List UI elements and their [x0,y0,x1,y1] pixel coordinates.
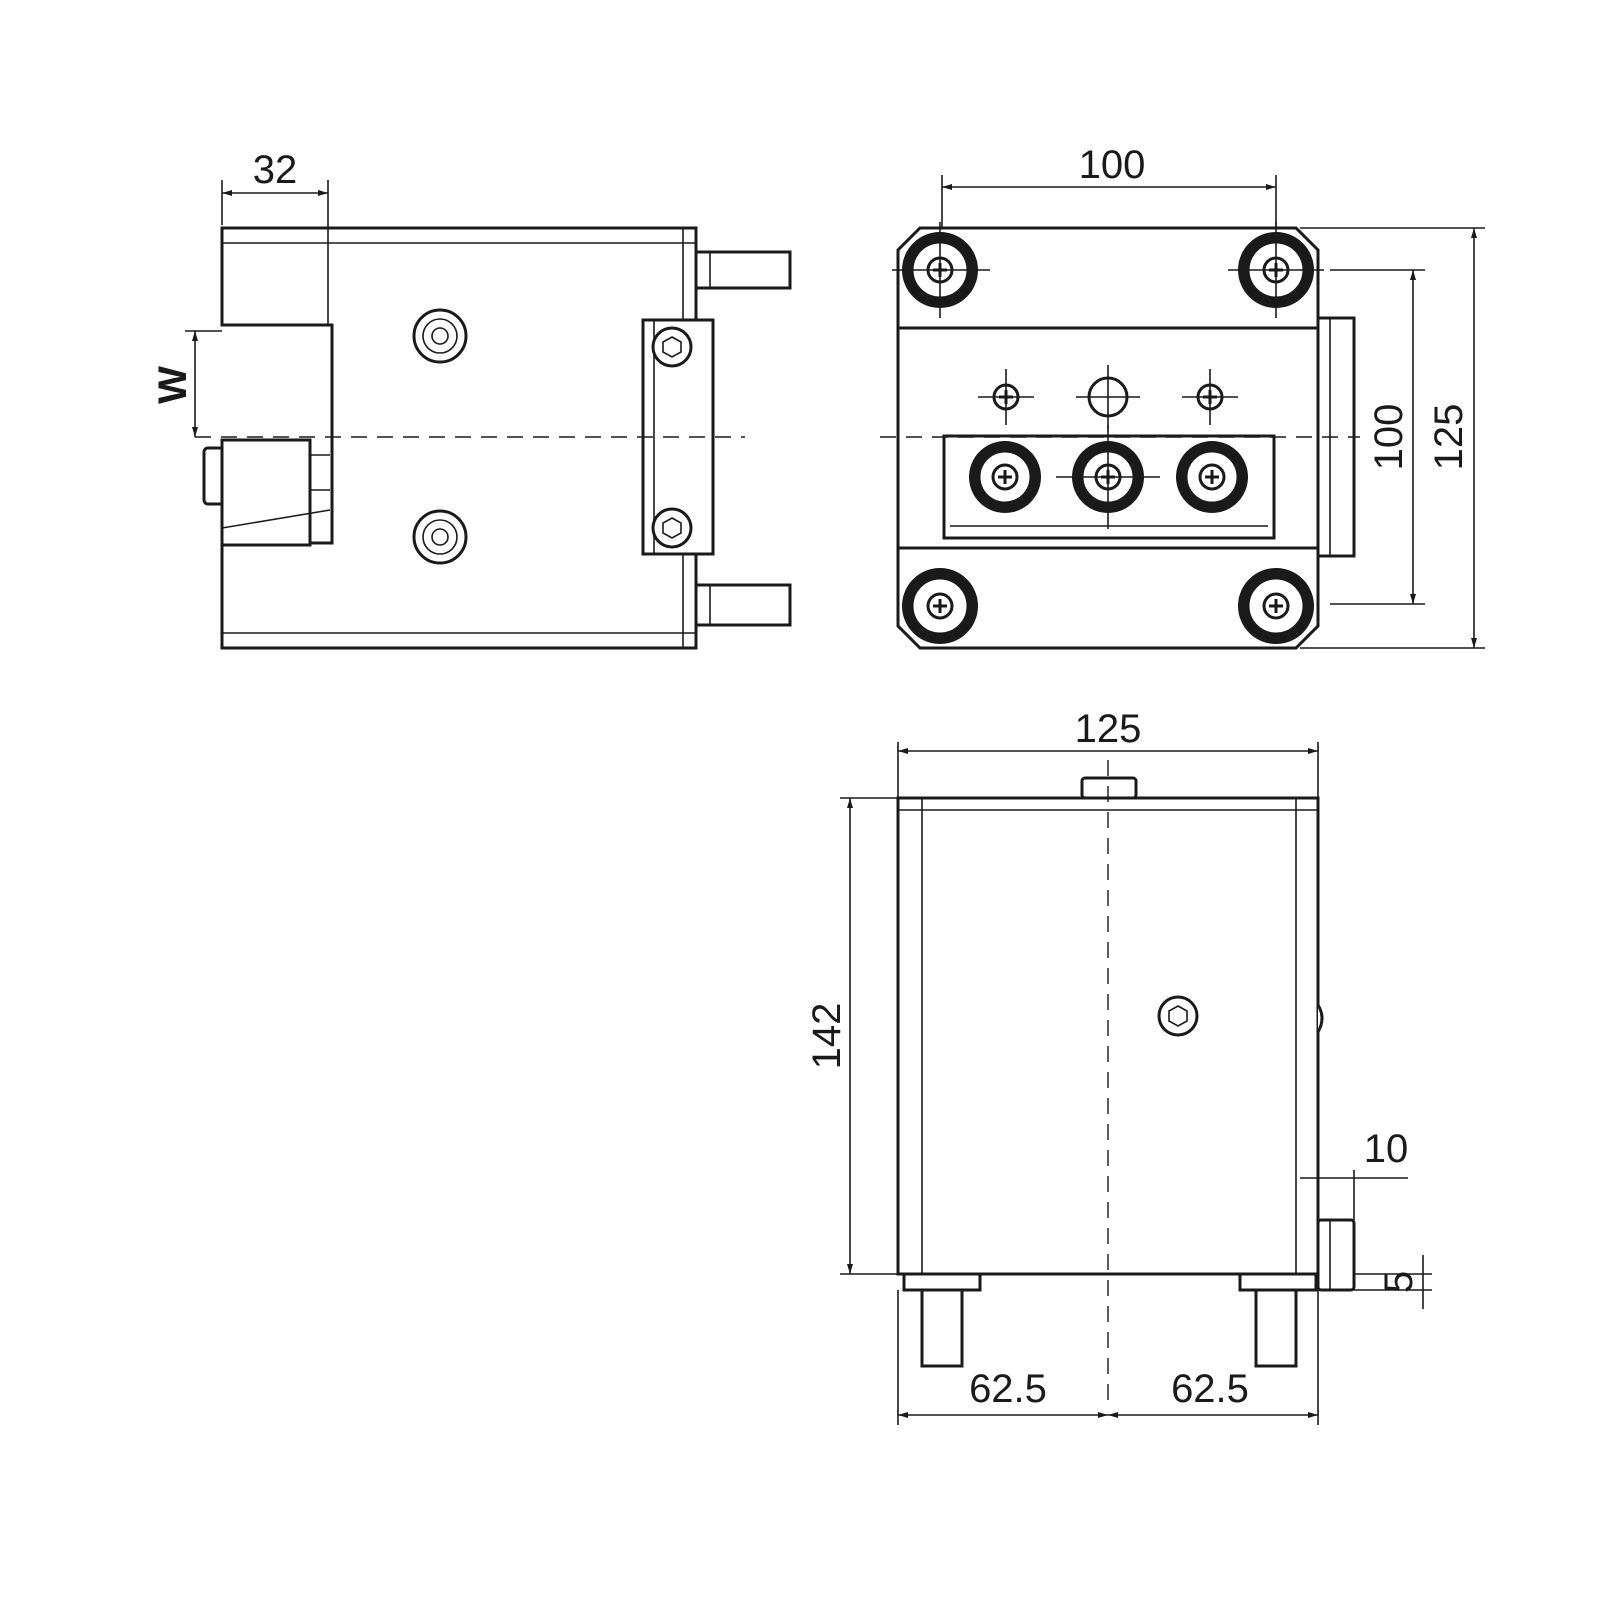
dim-100-vertical-label: 100 [1367,404,1411,471]
side-view: 32 W [151,148,792,650]
bottom-top-stub [1080,776,1138,800]
side-pin-bottom [694,583,792,627]
bottom-pin-right-collar [1238,1272,1318,1292]
dim-62-right-label: 62.5 [1171,1367,1249,1411]
front-screw-3 [1176,441,1248,513]
front-corner-screw-bl [902,568,978,644]
side-pin-top [694,250,792,290]
front-screw-2 [1056,425,1160,529]
front-corner-screw-br [1238,568,1314,644]
side-hex-screw-bottom [651,507,693,549]
dim-125-vertical-label: 125 [1427,404,1471,471]
front-corner-screw-tr [1228,222,1324,318]
bottom-pin-left [920,1288,964,1368]
bottom-view: 125 142 10 5 62.5 62.5 [805,707,1432,1425]
front-corner-screw-tl [892,222,990,318]
dim-5-label: 5 [1377,1271,1421,1293]
side-hex-screw-top [651,326,693,368]
dim-62-left-label: 62.5 [969,1367,1047,1411]
dim-w-label: W [151,366,195,404]
dim-125-horizontal-label: 125 [1075,707,1142,751]
side-view-body [220,226,698,650]
dim-142-label: 142 [805,1003,849,1070]
front-view: 100 100 125 [880,143,1485,650]
dim-100-top-label: 100 [1079,143,1146,187]
front-hole-1 [978,369,1034,425]
bottom-side-block [1316,1218,1356,1292]
bottom-hex-screw [1157,995,1199,1037]
front-hole-3 [1182,369,1238,425]
front-screw-1 [969,441,1041,513]
dim-10-label: 10 [1364,1127,1409,1171]
front-hole-2 [1076,365,1140,429]
bottom-pin-right [1254,1288,1298,1368]
side-boss-bottom [412,509,468,565]
side-boss-top [412,308,468,364]
bottom-side-bump [1316,1004,1324,1033]
side-jaw [202,438,331,547]
bottom-pin-left-collar [902,1272,982,1292]
dim-32-label: 32 [253,148,298,192]
